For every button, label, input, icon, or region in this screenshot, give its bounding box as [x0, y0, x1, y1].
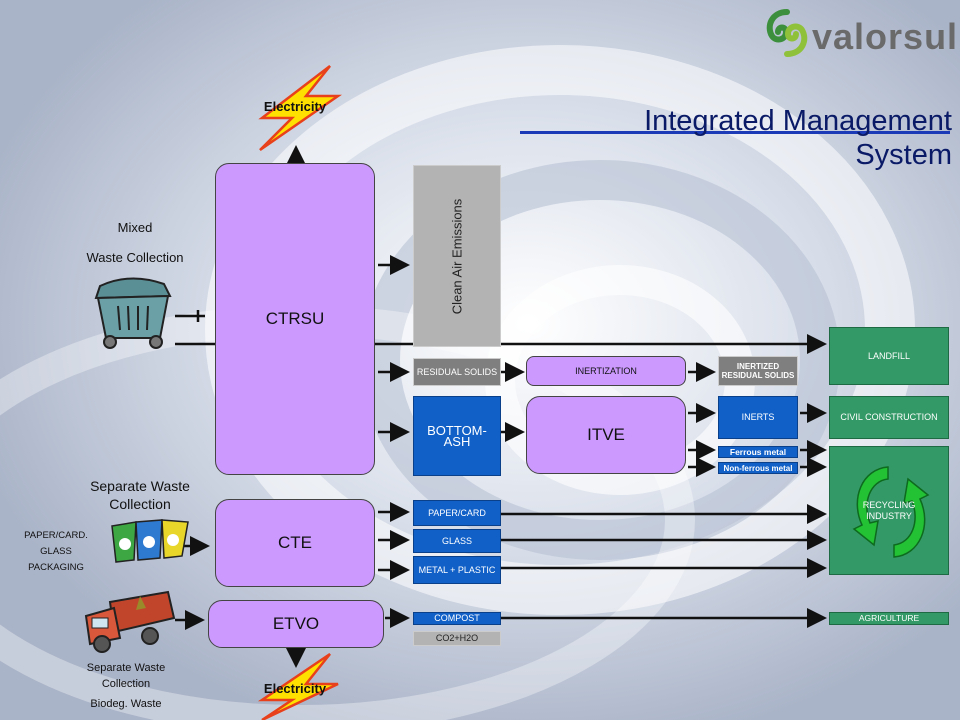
nonferrous-metal-box: Non-ferrous metal [718, 462, 798, 474]
separate-label-2: Collection [109, 496, 171, 512]
electricity-bottom-label: Electricity [263, 681, 327, 696]
compost-box: COMPOST [413, 612, 501, 625]
inertization-box: INERTIZATION [526, 356, 686, 386]
title-line-2: System [855, 139, 952, 171]
collection-truck-icon [84, 590, 176, 653]
ferrous-metal-box: Ferrous metal [718, 446, 798, 458]
separate-item: GLASS [40, 546, 72, 557]
separate-item: PAPER/CARD. [24, 530, 88, 541]
inerts-box: INERTS [718, 396, 798, 439]
residual-solids-box: RESIDUAL SOLIDS [413, 358, 501, 386]
page-title: Integrated Management System [520, 104, 952, 172]
electricity-top-label: Electricity [263, 99, 327, 114]
separate-label-1: Separate Waste [90, 478, 190, 494]
civil-construction-box: CIVIL CONSTRUCTION [829, 396, 949, 439]
title-rule [520, 131, 950, 134]
itve-box: ITVE [526, 396, 686, 474]
paper-card-box: PAPER/CARD [413, 500, 501, 526]
biodeg-label-2: Collection [101, 678, 151, 690]
logo-text: valorsul [812, 16, 959, 57]
landfill-box: LANDFILL [829, 327, 949, 385]
mixed-label-1: Mixed [117, 220, 153, 235]
bottom-ash-box: BOTTOM-ASH [413, 396, 501, 476]
valorsul-logo-icon [766, 9, 808, 57]
clean-air-box: Clean Air Emissions [413, 165, 501, 347]
inertized-residual-box: INERTIZED RESIDUAL SOLIDS [718, 356, 798, 386]
recycling-bins-icon [111, 519, 189, 563]
waste-container-icon [94, 277, 172, 349]
title-line-1: Integrated Management [644, 105, 952, 137]
glass-box: GLASS [413, 529, 501, 553]
mixed-label-2: Waste Collection [86, 250, 184, 265]
recycling-industry-label: RECYCLING INDUSTRY [862, 499, 916, 521]
clean-air-label: Clean Air Emissions [449, 198, 465, 314]
recycling-industry-box: RECYCLING INDUSTRY [829, 446, 949, 575]
separate-items: PAPER/CARD. GLASS PACKAGING [8, 528, 104, 576]
biodeg-label: Separate Waste Collection Biodeg. Waste [56, 660, 196, 712]
ctrsu-box: CTRSU [215, 163, 375, 475]
biodeg-label-1: Separate Waste [86, 662, 166, 674]
biodeg-label-3: Biodeg. Waste [90, 698, 162, 710]
recycle-arrows-icon [852, 466, 930, 558]
co2-h2o-box: CO2+H2O [413, 631, 501, 646]
agriculture-box: AGRICULTURE [829, 612, 949, 625]
metal-plastic-box: METAL + PLASTIC [413, 556, 501, 584]
separate-item: PACKAGING [28, 562, 84, 573]
cte-box: CTE [215, 499, 375, 587]
etvo-box: ETVO [208, 600, 384, 648]
